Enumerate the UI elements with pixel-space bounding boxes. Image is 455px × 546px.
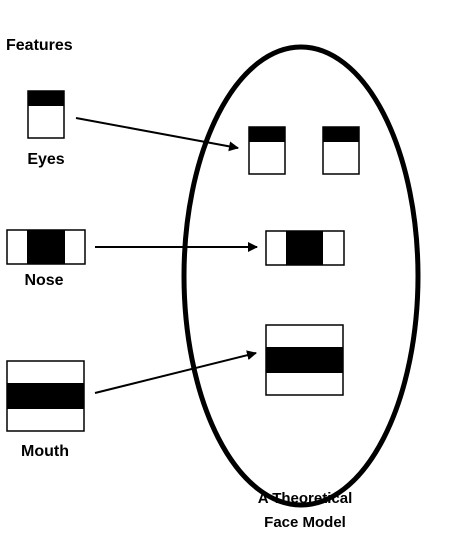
face-right-eye (322, 126, 360, 175)
eyes-feature-template (27, 90, 65, 139)
mouth-label: Mouth (21, 443, 69, 460)
mouth-feature-template (6, 360, 85, 432)
face-mouth (265, 324, 344, 396)
caption-line-2: Face Model (264, 514, 346, 531)
nose-label: Nose (24, 272, 63, 289)
eyes-arrow (75, 117, 239, 152)
features-heading: Features (6, 37, 73, 54)
caption-line-1: A Theoretical (258, 490, 352, 507)
mouth-arrow (94, 350, 257, 394)
face-left-eye (248, 126, 286, 175)
face-outline (181, 44, 421, 508)
eyes-label: Eyes (27, 151, 64, 168)
face-nose (265, 230, 345, 266)
nose-feature-template (6, 229, 86, 265)
